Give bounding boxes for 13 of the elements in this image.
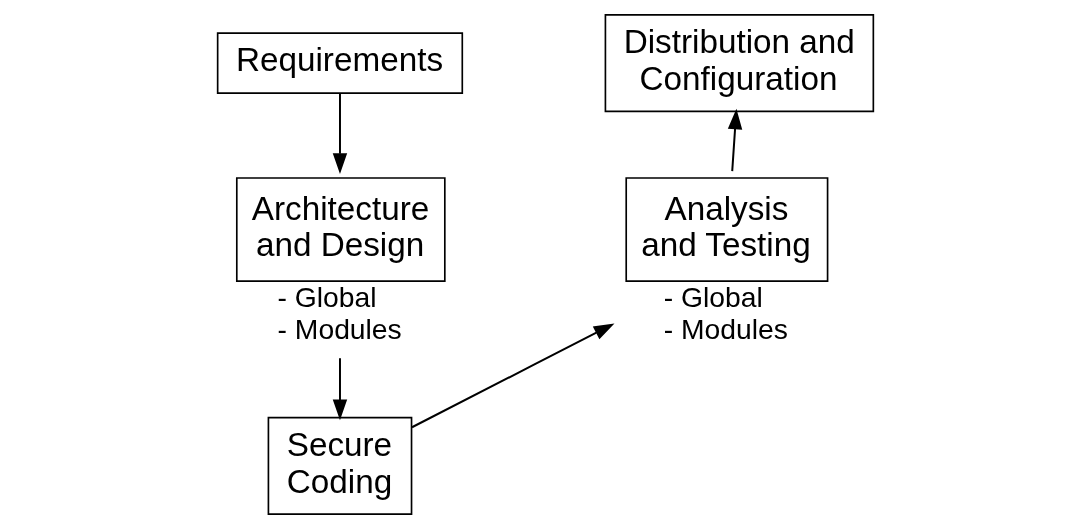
node-label: - Global [663,281,763,314]
node-box: Architecture and Design [235,177,446,282]
node-label: - Modules [663,312,788,345]
node-box: Secure Coding [267,416,412,515]
arrow [410,323,614,429]
node-box: Analysis and Testing [624,177,828,282]
arrow [332,357,347,421]
node-label: - Modules [277,312,402,345]
node-label: - Global [277,281,377,314]
arrow [727,108,742,173]
node-box: Requirements [216,32,463,94]
node-box: Distribution and Configuration [604,14,874,113]
arrow [332,92,347,174]
